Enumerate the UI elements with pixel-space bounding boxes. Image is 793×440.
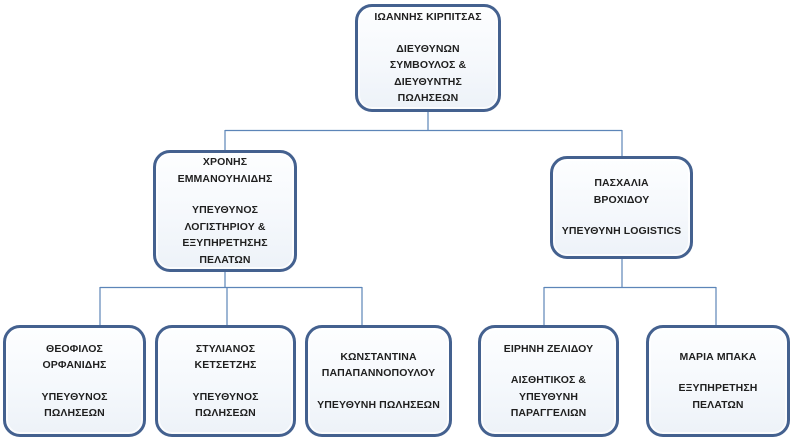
node-name: ΜΑΡΙΑ ΜΠΑΚΑ xyxy=(679,350,757,363)
node-chronis-emmanouilidis: ΧΡΟΝΗΣ ΕΜΜΑΝΟΥΗΛΙΔΗΣ ΥΠΕΥΘΥΝΟΣ ΛΟΓΙΣΤΗΡΙ… xyxy=(153,150,297,272)
node-paschalia-vrochidou: ΠΑΣΧΑΛΙΑ ΒΡΟΧΙΔΟΥ ΥΠΕΥΘΥΝΗ LOGISTICS xyxy=(550,156,693,259)
node-name: ΘΕΟΦΙΛΟΣ ΟΡΦΑΝΙΔΗΣ xyxy=(42,342,107,372)
node-name: ΧΡΟΝΗΣ ΕΜΜΑΝΟΥΗΛΙΔΗΣ xyxy=(177,156,273,185)
node-title: ΥΠΕΥΘΥΝΗ LOGISTICS xyxy=(561,225,682,238)
node-title: ΕΞΥΠΗΡΕΤΗΣΗ ΠΕΛΑΤΩΝ xyxy=(678,382,758,411)
node-ioannis-kirpitsas: ΙΩΑΝΝΗΣ ΚΙΡΠΙΤΣΑΣ ΔΙΕΥΘΥΝΩΝ ΣΥΜΒΟΥΛΟΣ & … xyxy=(355,4,501,112)
node-theofilos-orfanidis: ΘΕΟΦΙΛΟΣ ΟΡΦΑΝΙΔΗΣ ΥΠΕΥΘΥΝΟΣ ΠΩΛΗΣΕΩΝ xyxy=(3,325,146,437)
node-konstantina-papapannopoulou: ΚΩΝΣΤΑΝΤΙΝΑ ΠΑΠΑΠΑΝΝΟΠΟΥΛΟΥ ΥΠΕΥΘΥΝΗ ΠΩΛ… xyxy=(305,325,452,437)
node-maria-mpaka: ΜΑΡΙΑ ΜΠΑΚΑ ΕΞΥΠΗΡΕΤΗΣΗ ΠΕΛΑΤΩΝ xyxy=(646,325,790,437)
node-title: ΔΙΕΥΘΥΝΩΝ ΣΥΜΒΟΥΛΟΣ & ΔΙΕΥΘΥΝΤΗΣ ΠΩΛΗΣΕΩ… xyxy=(389,42,467,105)
node-title: ΥΠΕΥΘΥΝΗ ΠΩΛΗΣΕΩΝ xyxy=(317,398,440,411)
node-stylianos-ketsetzis: ΣΤΥΛΙΑΝΟΣ ΚΕΤΣΕΤΖΗΣ ΥΠΕΥΘΥΝΟΣ ΠΩΛΗΣΕΩΝ xyxy=(155,325,296,437)
node-name: ΙΩΑΝΝΗΣ ΚΙΡΠΙΤΣΑΣ xyxy=(374,11,482,24)
node-title: ΥΠΕΥΘΥΝΟΣ ΠΩΛΗΣΕΩΝ xyxy=(41,390,108,420)
node-name: ΣΤΥΛΙΑΝΟΣ ΚΕΤΣΕΤΖΗΣ xyxy=(194,342,257,372)
node-title: ΑΙΣΘΗΤΙΚΟΣ & ΥΠΕΥΘΥΝΗ ΠΑΡΑΓΓΕΛΙΩΝ xyxy=(510,374,587,419)
node-eirini-zelidou: ΕΙΡΗΝΗ ΖΕΛΙΔΟΥ ΑΙΣΘΗΤΙΚΟΣ & ΥΠΕΥΘΥΝΗ ΠΑΡ… xyxy=(478,325,619,437)
node-title: ΥΠΕΥΘΥΝΟΣ ΠΩΛΗΣΕΩΝ xyxy=(192,390,259,420)
node-name: ΚΩΝΣΤΑΝΤΙΝΑ ΠΑΠΑΠΑΝΝΟΠΟΥΛΟΥ xyxy=(321,350,436,380)
node-title: ΥΠΕΥΘΥΝΟΣ ΛΟΓΙΣΤΗΡΙΟΥ & ΕΞΥΠΗΡΕΤΗΣΗΣ ΠΕΛ… xyxy=(182,204,268,266)
node-name: ΕΙΡΗΝΗ ΖΕΛΙΔΟΥ xyxy=(503,342,594,355)
node-name: ΠΑΣΧΑΛΙΑ ΒΡΟΧΙΔΟΥ xyxy=(593,177,650,206)
